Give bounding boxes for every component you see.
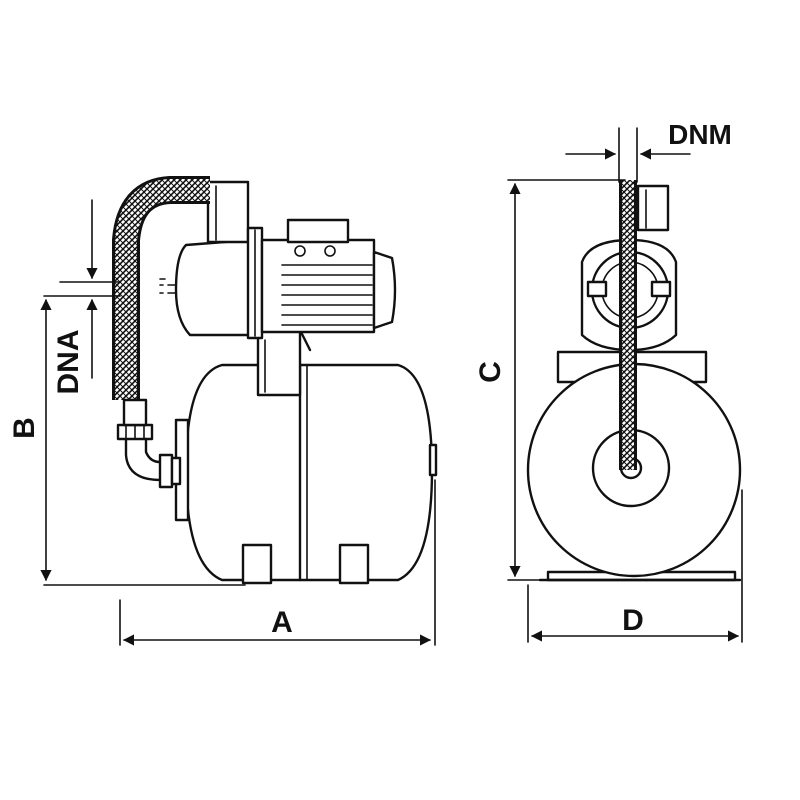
dimension-lines	[40, 127, 743, 646]
suction-hose	[112, 176, 210, 489]
dimension-label-c: C	[474, 361, 507, 383]
pressure-tank	[174, 363, 438, 582]
tank-feet	[241, 543, 370, 585]
dimension-label-a: A	[271, 606, 293, 639]
dimension-label-dnm: DNM	[668, 119, 732, 150]
dimension-label-dna: DNA	[52, 330, 85, 395]
electric-motor	[260, 218, 397, 334]
side-view	[112, 176, 438, 585]
dimension-label-d: D	[622, 604, 644, 637]
pump-body	[159, 180, 264, 340]
front-view	[526, 180, 742, 582]
dimension-label-b: B	[8, 417, 41, 439]
